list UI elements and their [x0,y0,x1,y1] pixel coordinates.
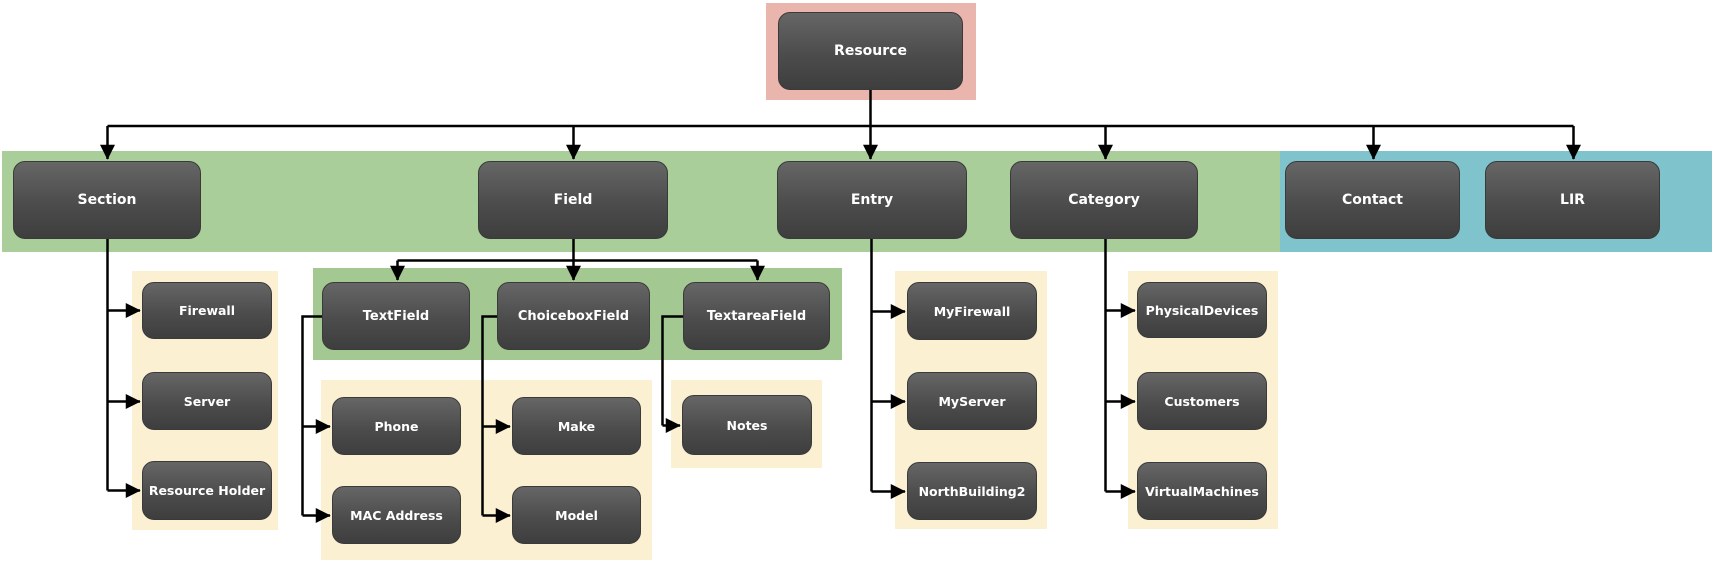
node-choiceboxfield: ChoiceboxField [497,282,650,350]
node-phone: Phone [332,397,461,455]
node-lir: LIR [1485,161,1660,239]
node-server: Server [142,372,272,430]
node-contact: Contact [1285,161,1460,239]
node-notes: Notes [682,395,812,455]
node-category: Category [1010,161,1198,239]
node-mac-address: MAC Address [332,486,461,544]
node-textfield: TextField [322,282,470,350]
node-section: Section [13,161,201,239]
node-firewall: Firewall [142,282,272,339]
node-make: Make [512,397,641,455]
node-resource-holder: Resource Holder [142,461,272,520]
node-customers: Customers [1137,372,1267,430]
node-model: Model [512,486,641,544]
node-resource: Resource [778,12,963,90]
node-myfirewall: MyFirewall [907,282,1037,340]
node-entry: Entry [777,161,967,239]
node-textareafield: TextareaField [683,282,830,350]
node-northbuilding2: NorthBuilding2 [907,462,1037,520]
node-virtualmachines: VirtualMachines [1137,462,1267,520]
node-myserver: MyServer [907,372,1037,430]
node-physicaldevices: PhysicalDevices [1137,282,1267,338]
node-field: Field [478,161,668,239]
connector-resource-to-level1 [100,90,1581,160]
